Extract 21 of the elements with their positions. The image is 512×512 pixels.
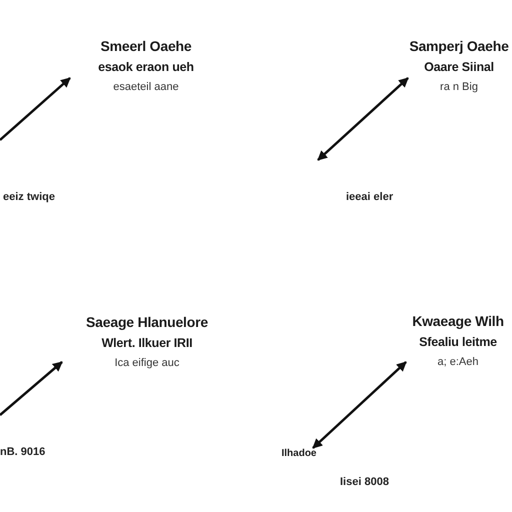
caption-text: nB. 9016 [0, 445, 46, 459]
note-text: ra n Big [440, 80, 478, 95]
heading-text: Smeerl Oaehe [100, 37, 192, 56]
caption-text: ieeai eler [346, 190, 394, 204]
double-headed-arrow [317, 77, 409, 161]
label-text: Ilhadoe [281, 448, 316, 460]
subheading-text: Wlert. Ilkuer IRII [102, 335, 192, 352]
double-headed-arrow [312, 361, 407, 449]
subheading-text: esaok eraon ueh [98, 59, 194, 76]
arrow [0, 77, 71, 141]
note-text: Ica eifige auc [114, 356, 180, 371]
arrow [0, 361, 63, 416]
note-text: a; e:Aeh [438, 355, 478, 370]
heading-text: Kwaeage Wilh [412, 312, 504, 331]
heading-text: Saeage Hlanuelore [86, 313, 208, 332]
heading-text: Samperj Oaehe [409, 37, 509, 56]
subheading-text: Sfealiu leitme [419, 334, 497, 351]
subheading-text: Oaare Siinal [424, 59, 494, 76]
note-text: esaeteil aane [113, 80, 179, 95]
caption-text: eeiz twiqe [3, 190, 55, 204]
caption-text: Iisei 8008 [340, 475, 389, 489]
